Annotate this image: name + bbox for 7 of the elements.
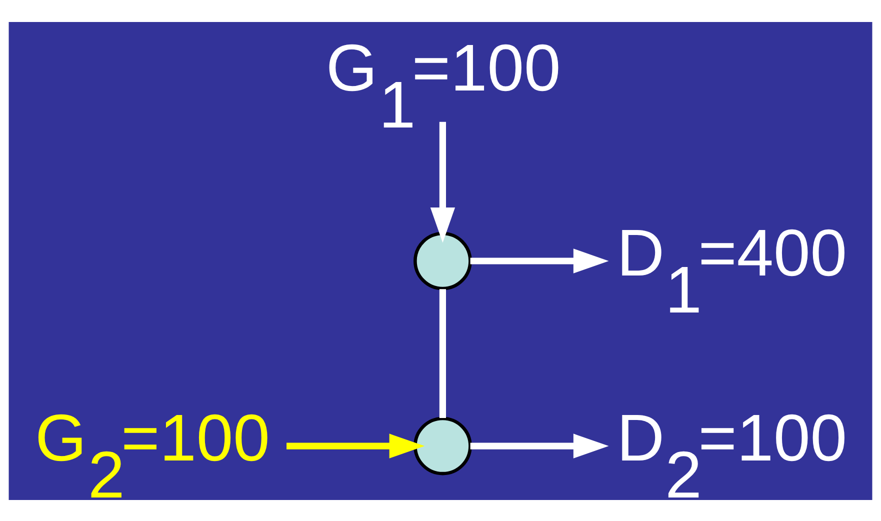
arrow bbox=[470, 248, 609, 273]
node-circle bbox=[414, 231, 472, 290]
node-circle bbox=[414, 416, 472, 475]
arrow bbox=[430, 121, 456, 242]
connector bbox=[439, 288, 446, 418]
arrow bbox=[286, 433, 425, 458]
arrow bbox=[470, 433, 609, 458]
